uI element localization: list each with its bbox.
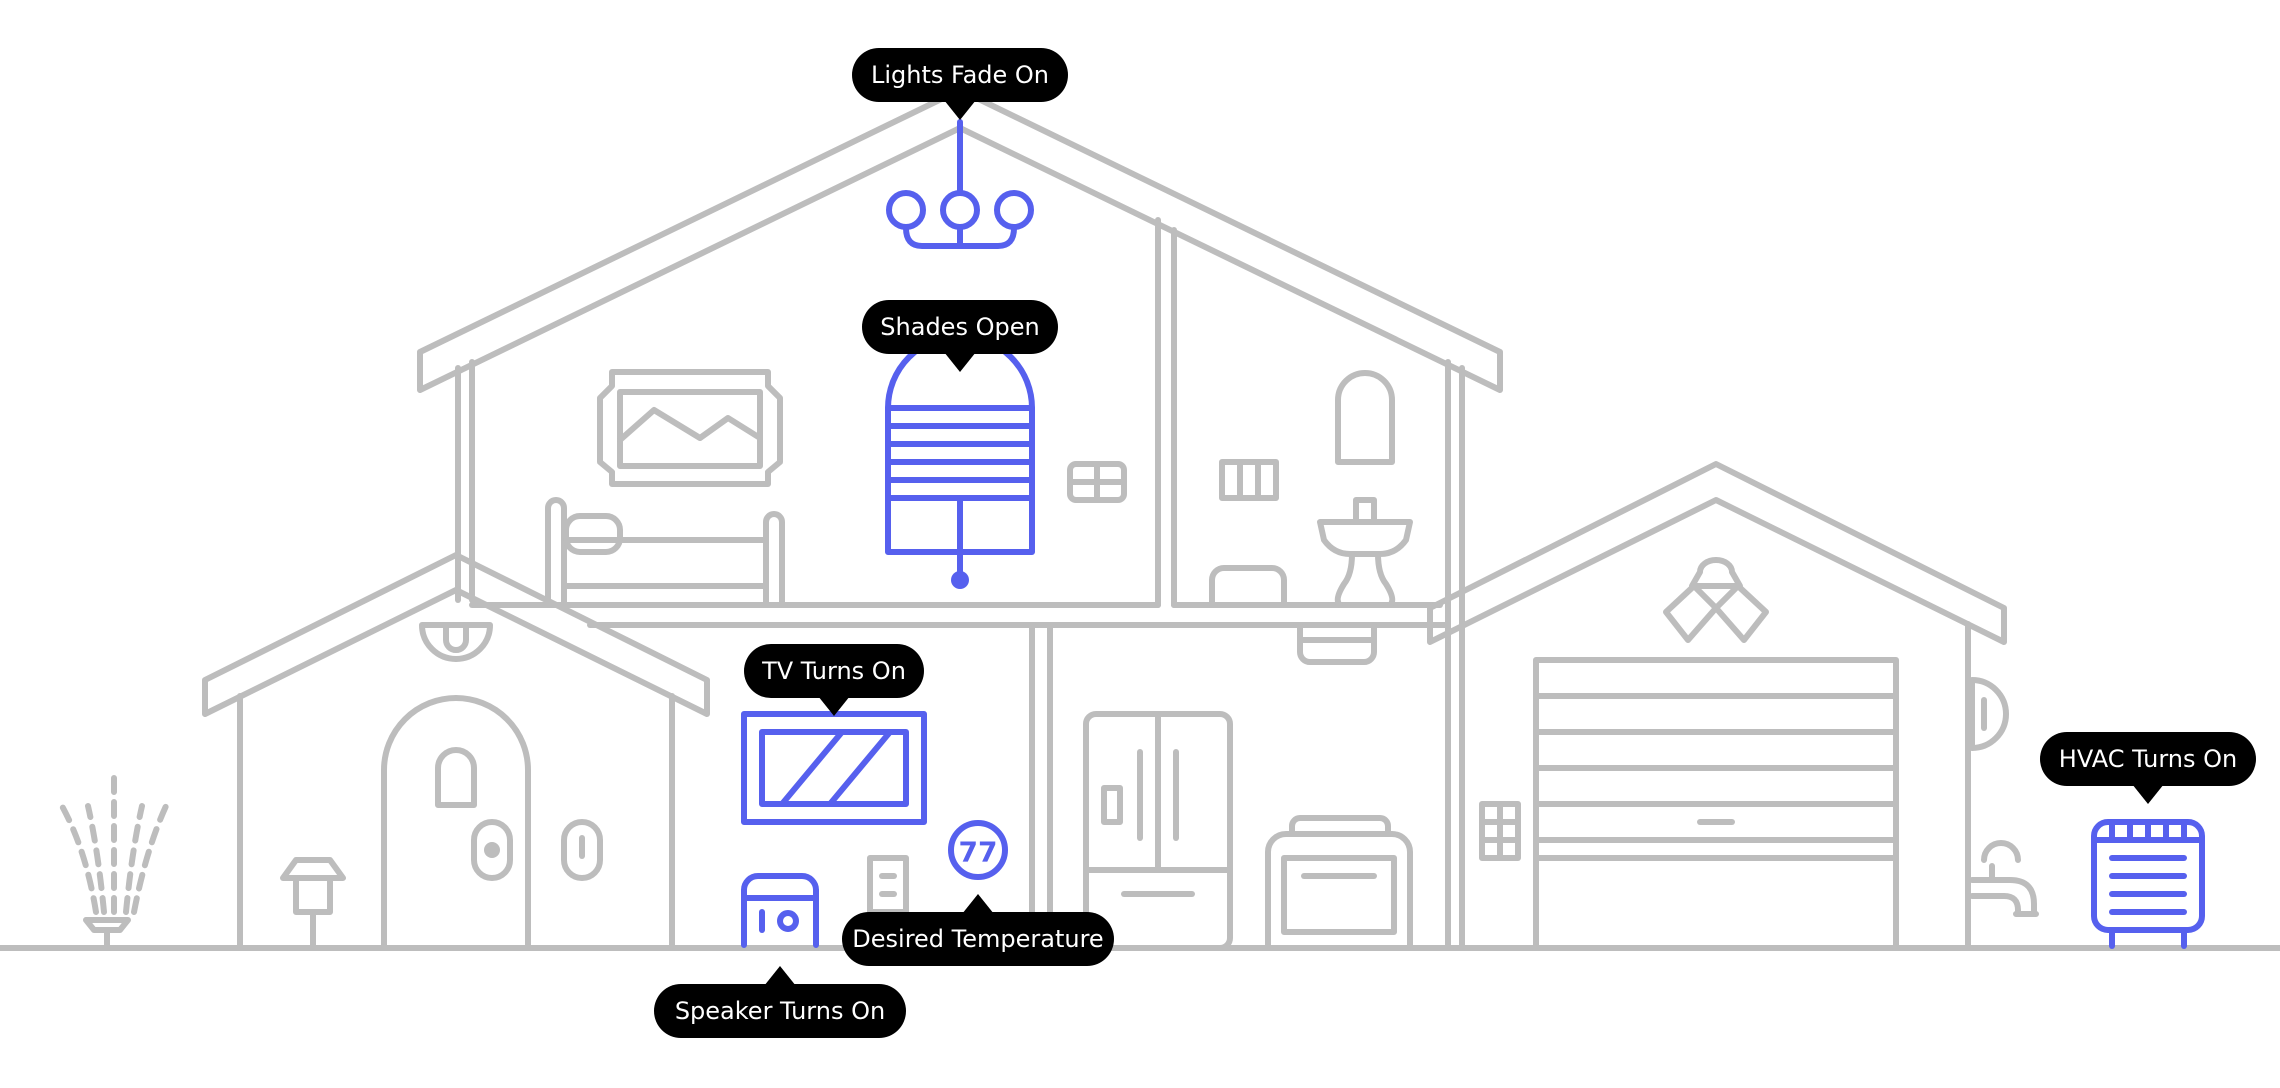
porch-lamp-detail — [443, 625, 469, 653]
thermostat-value: 77 — [959, 836, 998, 869]
label-hvac: HVAC Turns On — [2040, 732, 2256, 804]
doorbell-icon — [561, 819, 603, 881]
bed-pillow — [563, 513, 623, 555]
garage-light-icon — [1663, 557, 1769, 643]
water-spigot-icon — [1969, 877, 2039, 917]
bed — [545, 497, 785, 608]
porch-lamp-icon — [419, 622, 493, 662]
sprinkler-icon — [59, 775, 169, 951]
label-tv: TV Turns On — [744, 644, 924, 716]
garage-roof — [1427, 461, 2007, 645]
label-lights: Lights Fade On — [852, 48, 1068, 120]
exterior-lamp-icon — [1969, 677, 2009, 751]
label-lights-text: Lights Fade On — [871, 61, 1049, 89]
label-temperature: Desired Temperature — [842, 894, 1114, 966]
thermostat-icon[interactable]: 77 — [948, 820, 1008, 880]
light-switch — [867, 855, 909, 915]
left-wing-roof — [202, 552, 710, 717]
door-window — [435, 747, 477, 808]
smart-lock-icon — [471, 819, 513, 881]
smart-lock-dot — [484, 842, 500, 858]
oven-door — [1281, 855, 1397, 935]
chandelier-icon[interactable] — [886, 119, 1034, 249]
front-door — [381, 695, 531, 951]
fridge-dispenser — [1101, 785, 1123, 825]
hvac-unit-icon[interactable] — [2091, 819, 2205, 949]
oven — [1265, 831, 1413, 951]
bath-tub — [1209, 565, 1287, 608]
label-tv-text: TV Turns On — [761, 657, 906, 685]
garden-light-icon — [280, 857, 346, 915]
bathroom-vent — [1219, 459, 1279, 501]
label-shades: Shades Open — [862, 300, 1058, 372]
label-speaker: Speaker Turns On — [654, 966, 906, 1038]
label-shades-text: Shades Open — [880, 313, 1039, 341]
label-hvac-text: HVAC Turns On — [2059, 745, 2237, 773]
bathroom-mirror — [1335, 370, 1395, 465]
house-structure — [0, 87, 2280, 951]
window-shade-icon[interactable] — [885, 333, 1035, 589]
tv-icon[interactable] — [741, 711, 927, 825]
speaker-icon[interactable] — [741, 873, 819, 948]
picture-inner — [617, 389, 763, 469]
picture-mountains — [617, 407, 763, 443]
bathroom-sink — [1317, 519, 1413, 557]
picture-frame — [597, 369, 783, 487]
ceiling-fan-detail — [1297, 622, 1377, 665]
label-speaker-text: Speaker Turns On — [675, 997, 885, 1025]
label-temperature-text: Desired Temperature — [852, 925, 1103, 953]
